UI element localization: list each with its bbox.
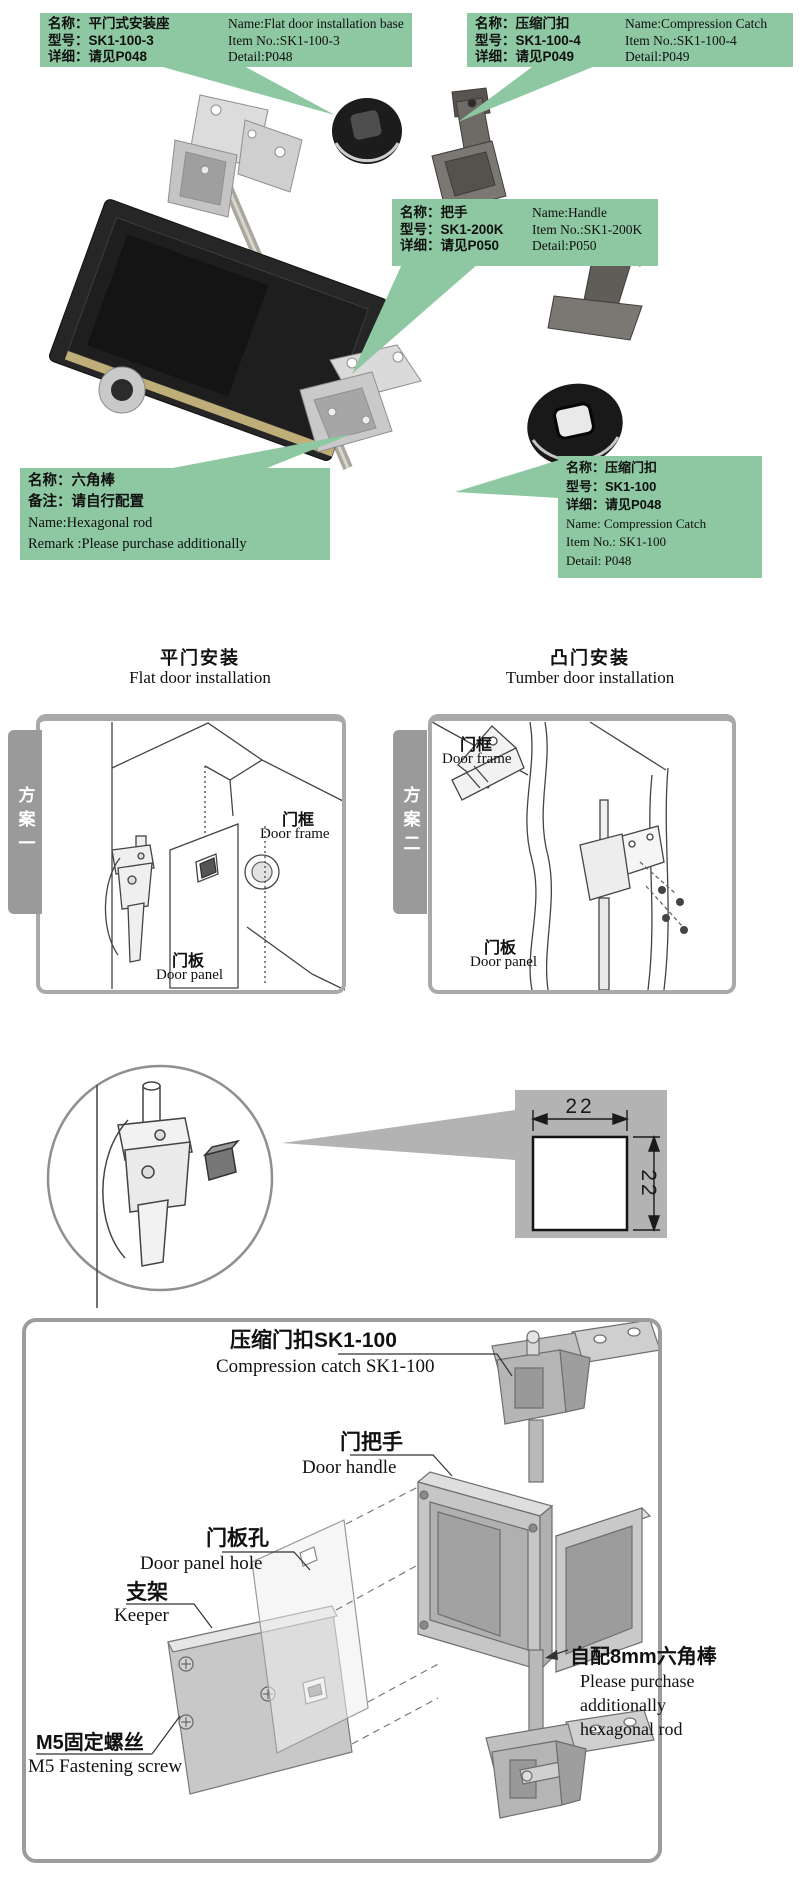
hexrod-arrow	[545, 1650, 558, 1660]
scheme2-title-cn: 凸门安装	[550, 648, 630, 668]
scheme1-door-frame-cn: 门框	[282, 812, 315, 829]
scheme1-door-panel-en: Door panel	[156, 967, 224, 983]
assembly-keeper-cn: 支架	[126, 1581, 168, 1604]
grommet-photo-bottom	[527, 383, 623, 467]
assembly-hexrod-en3: hexagonal rod	[580, 1719, 683, 1739]
tail-hex-rod	[162, 434, 352, 470]
product-photo-collage	[48, 87, 653, 470]
callout-name-en: Name:Compression Catch	[625, 16, 768, 31]
scheme1-drawing	[104, 722, 346, 991]
assembly-m5-cn: M5固定螺丝	[36, 1732, 144, 1754]
assembly-door-handle-en: Door handle	[302, 1457, 397, 1478]
callout-model-en: Item No.:SK1-200K	[532, 221, 643, 237]
tab-scheme2: 方案二	[393, 730, 427, 914]
panel-lock-photo	[98, 366, 146, 414]
callout-detail-en: Detail:P048	[228, 49, 293, 64]
callout-remark-cn: 备注：请自行配置	[28, 494, 144, 510]
assembly-door-sheet	[251, 1519, 369, 1754]
tab-scheme1: 方案一	[8, 730, 42, 914]
callout-flat-door-base: 名称：平门式安装座 Name:Flat door installation bas…	[40, 13, 412, 67]
dim-height-label: 22	[637, 1169, 660, 1198]
callout-detail-cn: 详细：请见P048	[48, 49, 148, 64]
tail-handle	[352, 264, 478, 374]
assembly-hexrod-en2: additionally	[580, 1695, 666, 1715]
assembly-section-box	[22, 1318, 662, 1863]
assembly-panel-hole-en: Door panel hole	[140, 1553, 263, 1574]
scheme1-title-cn: 平门安装	[160, 648, 240, 668]
assembly-m5-en: M5 Fastening screw	[28, 1756, 183, 1777]
callout-detail-cn: 详细：请见P049	[475, 49, 575, 64]
callout-model-cn: 型号：SK1-200K	[400, 221, 504, 237]
grommet-photo-top	[332, 98, 402, 164]
callout-detail-en: Detail:P050	[532, 238, 597, 253]
callout-hexagonal-rod: 名称：六角棒 备注：请自行配置 Name:Hexagonal rod Remar…	[20, 468, 330, 560]
assembly-hexrod-en1: Please purchase	[580, 1671, 695, 1691]
dim-width-label: 22	[565, 1095, 594, 1118]
detail-pointer	[282, 1110, 515, 1160]
callout-name-en: Name:Flat door installation base	[228, 16, 404, 31]
callout-model-en: Item No.: SK1-100	[566, 534, 667, 549]
tail-catch-4	[458, 64, 600, 122]
catch-100-photo	[299, 344, 422, 453]
assembly-drawing	[36, 1319, 661, 1819]
assembly-top-catch	[491, 1319, 661, 1425]
callout-detail-en: Detail:P049	[625, 49, 690, 64]
scheme2-drawing	[431, 721, 688, 991]
callout-name-cn: 名称：平门式安装座	[48, 16, 170, 31]
scheme1-title-en: Flat door installation	[129, 668, 271, 687]
assembly-panel-hole-cn: 门板孔	[206, 1527, 269, 1550]
callout-name-cn: 名称：把手	[400, 205, 468, 220]
assembly-door-panel-piece	[554, 1507, 652, 1673]
scheme1-door-panel-cn: 门板	[172, 953, 205, 970]
callout-name-cn: 名称：压缩门扣	[566, 460, 658, 475]
assembly-dashed-lines	[335, 1485, 443, 1745]
callout-model-cn: 型号：SK1-100-3	[48, 32, 154, 48]
assembly-door-handle-cn: 门把手	[340, 1431, 403, 1454]
label-leaders	[36, 1353, 569, 1755]
callout-model-en: Item No.:SK1-100-4	[625, 32, 737, 48]
callout-model-en: Item No.:SK1-100-3	[228, 32, 340, 48]
scheme2-door-panel-cn: 门板	[484, 940, 517, 957]
tail-flat-base	[152, 64, 335, 115]
callout-detail-cn: 详细：请见P050	[400, 238, 500, 253]
callout-name-cn: 名称：压缩门扣	[475, 16, 570, 31]
assembly-hexrod-cn: 自配8mm六角棒	[570, 1646, 717, 1668]
callout-compression-catch-100: 名称：压缩门扣 型号：SK1-100 详细：请见P048 Name: Compr…	[558, 456, 762, 578]
assembly-keeper-en: Keeper	[114, 1605, 169, 1626]
callout-name-en: Name:Handle	[532, 205, 607, 220]
callout-handle: 名称：把手 Name:Handle 型号：SK1-200K Item No.:SK1…	[392, 199, 658, 266]
detail-circle	[46, 1064, 274, 1308]
callout-model-cn: 型号：SK1-100-4	[475, 32, 581, 48]
callout-compression-catch-4: 名称：压缩门扣 Name:Compression Catch 型号：SK1-100…	[467, 13, 793, 67]
assembly-comp-catch-en: Compression catch SK1-100	[216, 1356, 435, 1377]
scheme1-door-frame-en: Door frame	[260, 826, 330, 842]
assembly-bottom-catch	[485, 1709, 655, 1819]
assembly-comp-catch-cn: 压缩门扣SK1-100	[230, 1329, 397, 1352]
callout-model-cn: 型号：SK1-100	[566, 478, 657, 494]
callout-detail-cn: 详细：请见P048	[566, 497, 662, 512]
dimension-drawing: 22 22	[515, 1090, 667, 1238]
callout-name-en: Name: Compression Catch	[566, 515, 707, 531]
callout-detail-en: Detail: P048	[566, 552, 632, 568]
callout-tails	[152, 64, 600, 498]
scheme2-door-panel-en: Door panel	[470, 954, 538, 970]
flat-door-base-photo	[167, 94, 303, 218]
scheme2-door-frame-en: Door frame	[442, 751, 512, 767]
callout-name-en: Name:Hexagonal rod	[28, 515, 153, 531]
scheme2-door-frame-cn: 门框	[460, 737, 493, 754]
tail-catch-100	[455, 460, 559, 498]
callout-name-cn: 名称：六角棒	[28, 473, 115, 489]
callout-remark-en: Remark :Please purchase additionally	[28, 536, 247, 552]
scheme2-title-en: Tumber door installation	[505, 668, 675, 687]
scheme2-panel	[428, 714, 736, 994]
